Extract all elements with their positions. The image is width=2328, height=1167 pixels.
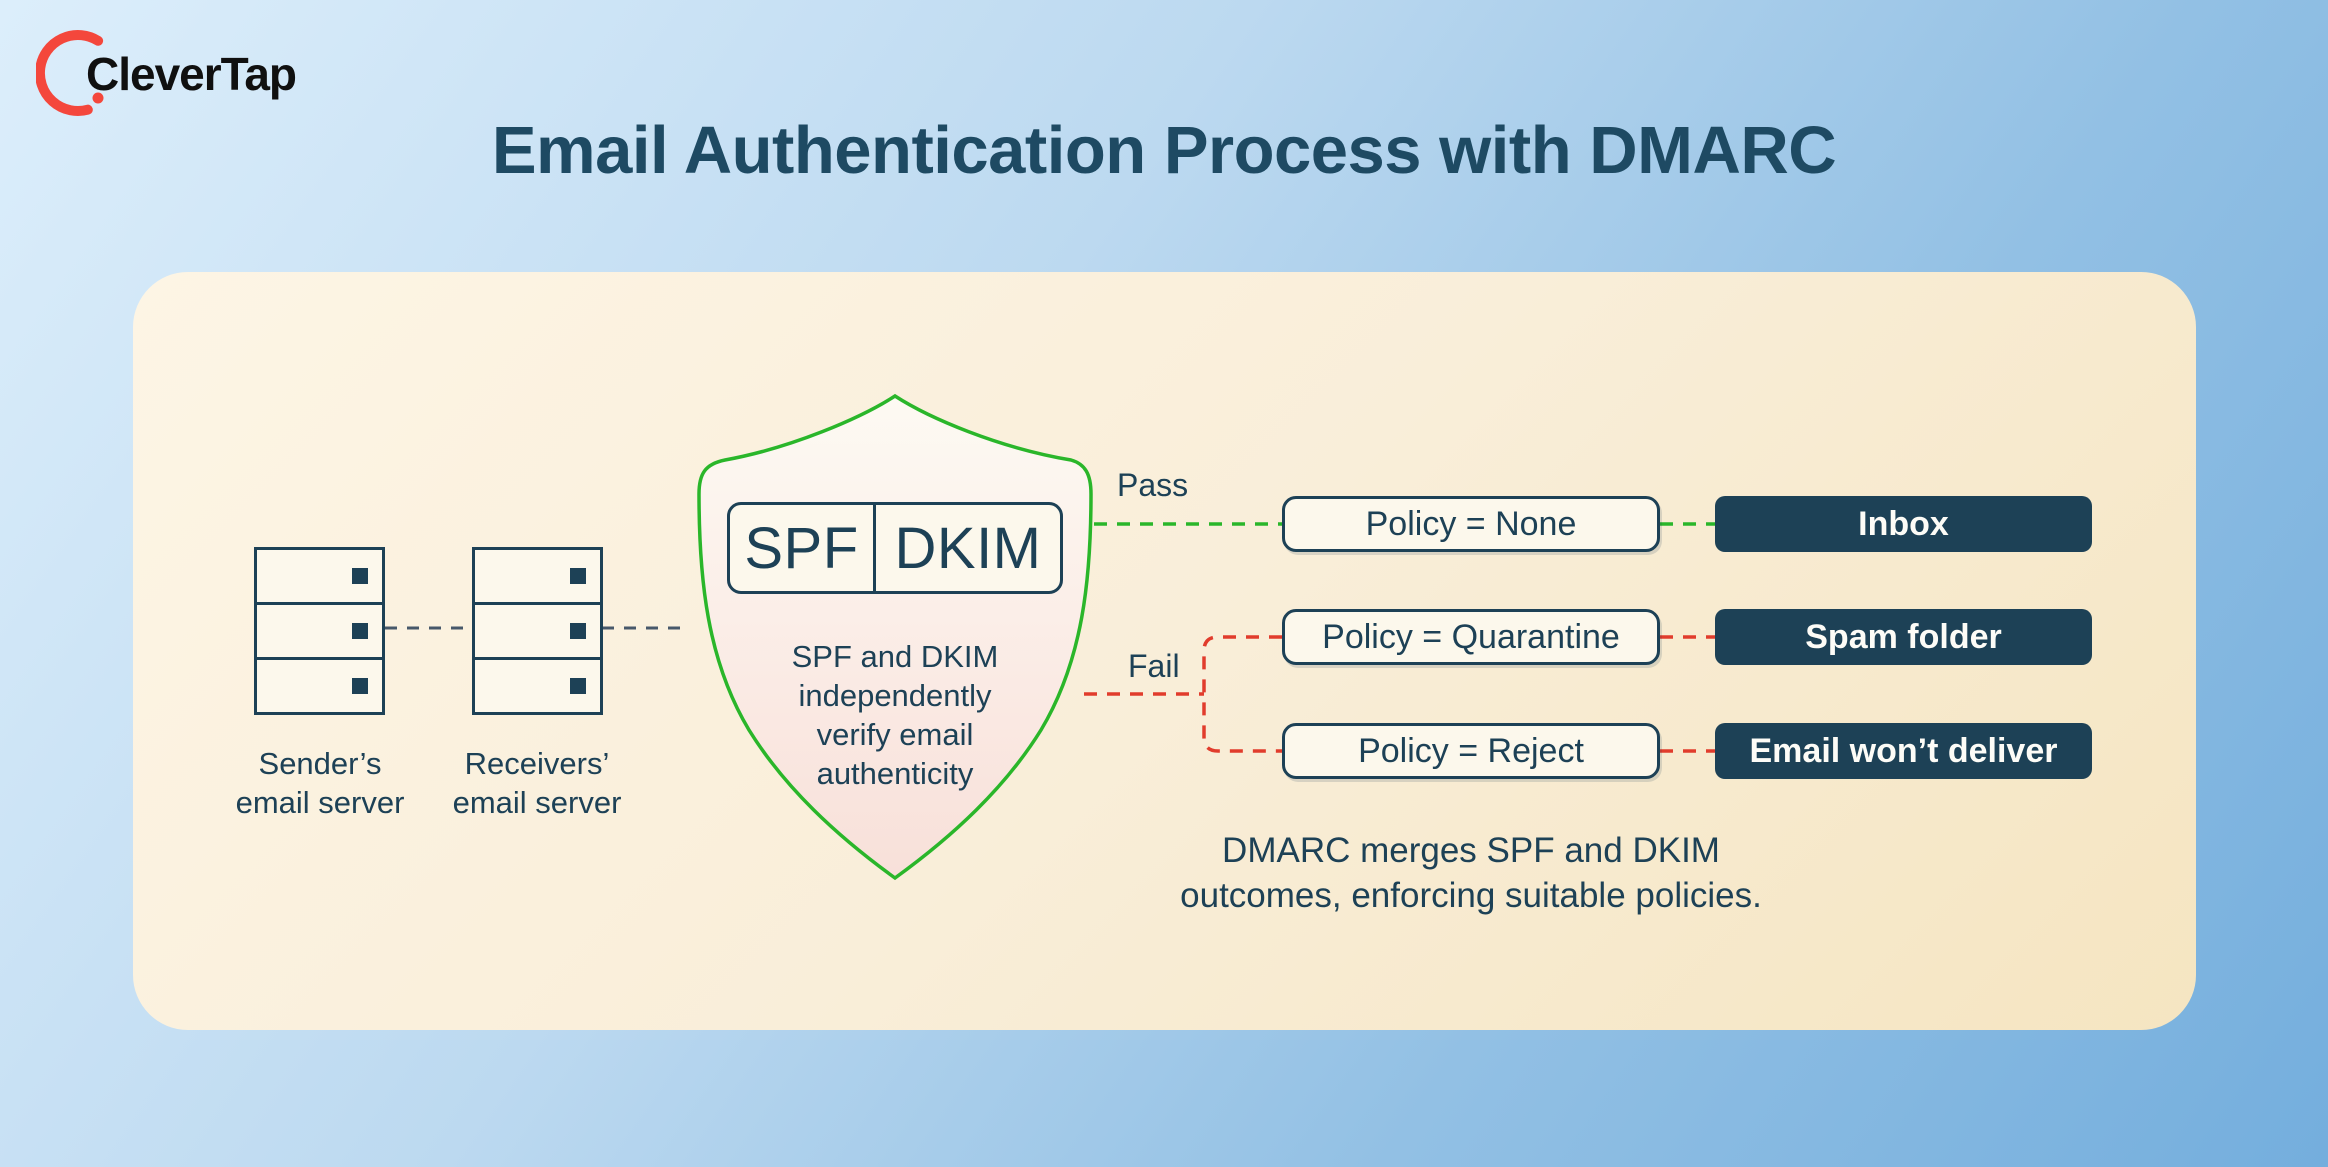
logo-dot-icon [92, 92, 104, 104]
policy-none-box: Policy = None [1282, 496, 1660, 552]
server-led [570, 623, 586, 639]
receiver-server-icon [472, 547, 603, 715]
sender-server-icon [254, 547, 385, 715]
caption-line1: DMARC merges SPF and DKIM [1222, 831, 1720, 870]
clevertap-logo: CleverTap [36, 30, 296, 116]
fail-label: Fail [1128, 648, 1180, 684]
receiver-server-label: Receivers’ email server [387, 744, 687, 822]
shield-icon [697, 393, 1093, 881]
sender-server-label: Sender’s email server [170, 744, 470, 822]
server-rack-row [475, 602, 600, 657]
sender-label-line2: email server [235, 785, 405, 820]
page-title: Email Authentication Process with DMARC [491, 113, 1837, 188]
outcome-inbox-box: Inbox [1715, 496, 2092, 552]
logo-arc-icon [36, 30, 104, 116]
server-led [352, 678, 368, 694]
dmarc-caption: DMARC merges SPF and DKIM outcomes, enfo… [1171, 828, 1771, 918]
caption-line2: outcomes, enforcing suitable policies. [1180, 876, 1762, 915]
outcome-spam-box: Spam folder [1715, 609, 2092, 665]
policy-reject-box: Policy = Reject [1282, 723, 1660, 779]
server-rack-row [257, 550, 382, 602]
sender-label-line1: Sender’s [258, 746, 382, 781]
server-rack-row [257, 602, 382, 657]
server-led [570, 568, 586, 584]
outcome-no-deliver-box: Email won’t deliver [1715, 723, 2092, 779]
server-rack-row [475, 657, 600, 712]
server-led [570, 678, 586, 694]
shield-description: SPF and DKIM independently verify email … [791, 639, 999, 791]
server-rack-row [257, 657, 382, 712]
receiver-label-line2: email server [452, 785, 622, 820]
spf-dkim-box: SPF DKIM [727, 502, 1063, 594]
server-led [352, 568, 368, 584]
server-led [352, 623, 368, 639]
server-rack-row [475, 550, 600, 602]
pass-label: Pass [1117, 467, 1189, 503]
spf-cell: SPF [730, 505, 876, 591]
logo-wordmark: CleverTap [86, 48, 296, 100]
policy-quarantine-box: Policy = Quarantine [1282, 609, 1660, 665]
receiver-label-line1: Receivers’ [464, 746, 610, 781]
dkim-cell: DKIM [894, 515, 1042, 581]
